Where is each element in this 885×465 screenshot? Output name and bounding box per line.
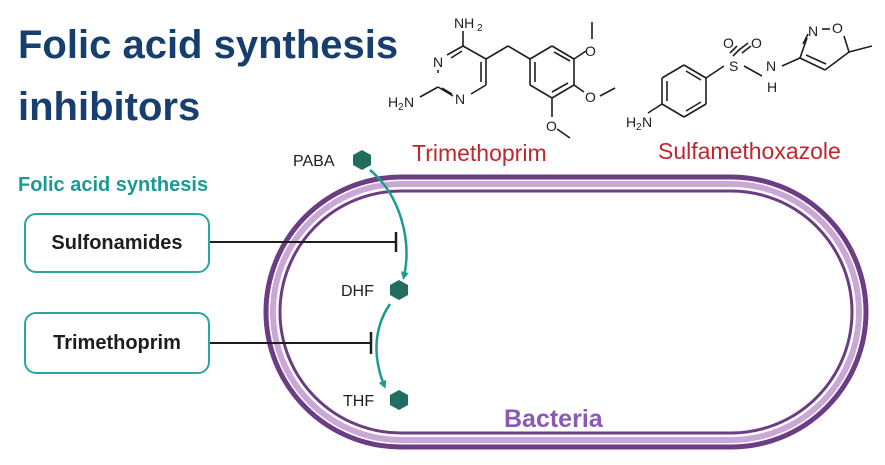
paba-to-dhf-arrow — [369, 169, 409, 280]
svg-text:N: N — [766, 58, 776, 74]
trimethoprim-structure-name: Trimethoprim — [412, 140, 547, 166]
svg-text:2: 2 — [477, 23, 483, 34]
title-line-2: inhibitors — [18, 85, 201, 129]
svg-text:2: 2 — [398, 102, 404, 113]
bacteria-label: Bacteria — [504, 405, 604, 433]
title-line-1: Folic acid synthesis — [18, 23, 399, 67]
dhf-label: DHF — [341, 283, 374, 300]
paba-label: PABA — [293, 153, 335, 170]
thf-label: THF — [343, 393, 374, 410]
svg-text:N: N — [404, 94, 414, 110]
svg-text:N: N — [455, 91, 465, 107]
sulfonamides-label: Sulfonamides — [51, 231, 183, 254]
svg-text:N: N — [642, 114, 652, 130]
dhf-hexagon-icon — [390, 280, 408, 300]
svg-text:O: O — [585, 43, 596, 59]
sulfonamides-inhibition-line — [210, 232, 398, 252]
section-label: Folic acid synthesis — [18, 174, 209, 196]
svg-text:H: H — [388, 94, 398, 110]
svg-text:H: H — [626, 114, 636, 130]
svg-text:2: 2 — [636, 122, 642, 133]
svg-text:O: O — [546, 118, 557, 134]
svg-text:O: O — [832, 20, 843, 36]
paba-hexagon-icon — [353, 150, 371, 170]
bacteria-membrane — [263, 174, 869, 450]
thf-hexagon-icon — [390, 390, 408, 410]
sulfamethoxazole-structure-name: Sulfamethoxazole — [658, 138, 841, 164]
dhf-to-thf-arrow — [375, 303, 392, 389]
sulfamethoxazole-structure — [647, 28, 873, 118]
trimethoprim-atom-labels: NH 2 H 2 N N N O O O — [388, 15, 596, 134]
sulfamethoxazole-atom-labels: H 2 N S O O N H N O — [626, 20, 843, 133]
svg-text:O: O — [751, 35, 762, 51]
trimethoprim-box: Trimethoprim — [24, 312, 210, 374]
svg-text:N: N — [808, 23, 818, 39]
page-title: Folic acid synthesis inhibitors — [18, 14, 398, 138]
trimethoprim-label: Trimethoprim — [53, 331, 181, 354]
svg-text:H: H — [767, 79, 777, 95]
svg-text:NH: NH — [454, 15, 474, 31]
sulfonamides-box: Sulfonamides — [24, 213, 210, 273]
svg-text:S: S — [729, 58, 738, 74]
svg-text:N: N — [433, 54, 443, 70]
svg-text:O: O — [585, 89, 596, 105]
svg-text:O: O — [723, 35, 734, 51]
trimethoprim-structure — [419, 22, 616, 139]
trimethoprim-inhibition-line — [210, 332, 373, 354]
